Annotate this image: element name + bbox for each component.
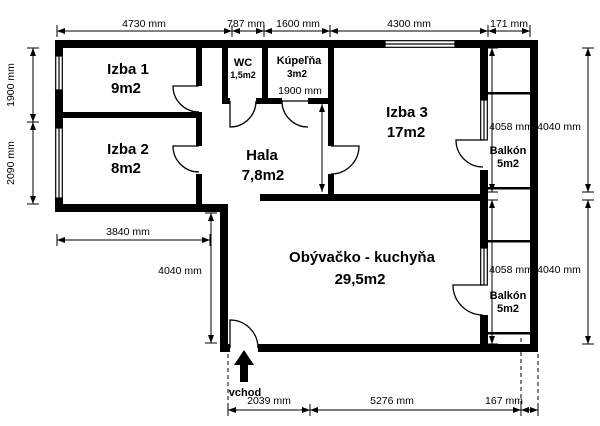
inner-walls bbox=[63, 48, 488, 204]
room-area-wc: 1,5m2 bbox=[230, 70, 256, 80]
room-label-wc: WC bbox=[234, 57, 252, 69]
dim-1900-mid: 1900 mm bbox=[278, 85, 325, 192]
dim-top-4730: 4730 mm bbox=[122, 18, 166, 30]
dim-bottom-2039: 2039 mm bbox=[247, 395, 291, 407]
dim-top-4300: 4300 mm bbox=[387, 18, 431, 30]
room-labels: Izba 1 9m2 Izba 2 8m2 WC 1,5m2 Kúpeľňa 3… bbox=[107, 55, 526, 315]
dim-right-bottom-4058: 4058 mm bbox=[489, 264, 533, 276]
room-label-kupelna: Kúpeľňa bbox=[277, 55, 322, 67]
room-area-balkon-bottom: 5m2 bbox=[497, 303, 519, 315]
door-izba1 bbox=[172, 85, 200, 113]
dim-mid-3840: 3840 mm bbox=[106, 226, 150, 238]
dim-right-top-4040: 4040 mm bbox=[537, 121, 581, 133]
dim-top-1600: 1600 mm bbox=[276, 18, 320, 30]
door-wc bbox=[229, 100, 257, 128]
room-label-izba1: Izba 1 bbox=[107, 61, 149, 78]
dim-mid-1900: 1900 mm bbox=[278, 85, 322, 97]
room-label-balkon-bottom: Balkón bbox=[490, 290, 527, 302]
room-label-izba2: Izba 2 bbox=[107, 141, 149, 158]
room-area-kupelna: 3m2 bbox=[287, 69, 307, 80]
dim-right-top: 4058 mm 4040 mm bbox=[486, 47, 594, 193]
room-label-obyvacka: Obývačko - kuchyňa bbox=[289, 249, 436, 266]
outer-walls bbox=[55, 40, 538, 352]
door-entrance bbox=[229, 319, 259, 349]
dim-bottom-5276: 5276 mm bbox=[370, 395, 414, 407]
room-area-hala: 7,8m2 bbox=[242, 167, 285, 184]
entrance-arrow-icon bbox=[234, 350, 254, 382]
balcony-top-outline bbox=[488, 92, 530, 190]
dim-right-bottom: 4058 mm 4040 mm bbox=[486, 199, 594, 345]
dim-top-787: 787 mm bbox=[227, 18, 265, 30]
dim-top-171: 171 mm bbox=[490, 18, 528, 30]
room-area-izba3: 17m2 bbox=[387, 124, 425, 141]
dim-left-2090: 2090 mm bbox=[5, 141, 17, 185]
window-izba2 bbox=[55, 127, 63, 199]
dim-3840: 3840 mm bbox=[56, 226, 211, 246]
window-izba3 bbox=[384, 40, 456, 48]
door-balkon-bottom bbox=[452, 284, 484, 316]
dim-top: 4730 mm 787 mm 1600 mm 4300 mm 171 mm bbox=[56, 18, 531, 37]
door-kupelna bbox=[281, 100, 309, 128]
room-area-izba1: 9m2 bbox=[111, 80, 141, 97]
window-balkon-bottom bbox=[480, 247, 488, 286]
dim-left-1900: 1900 mm bbox=[5, 63, 17, 107]
dim-right-bottom-4040: 4040 mm bbox=[537, 264, 581, 276]
window-izba1 bbox=[55, 55, 63, 91]
dim-bottom: 2039 mm 5276 mm 167 mm bbox=[227, 338, 539, 416]
dim-4040-left: 4040 mm bbox=[158, 212, 217, 344]
entrance-label: vchod bbox=[229, 387, 261, 399]
door-izba2 bbox=[172, 145, 200, 173]
dim-left: 1900 mm 2090 mm bbox=[5, 47, 39, 205]
window-balkon-top bbox=[480, 99, 488, 141]
dim-mid-4040: 4040 mm bbox=[158, 265, 202, 277]
room-area-izba2: 8m2 bbox=[111, 160, 141, 177]
dim-right-top-4058: 4058 mm bbox=[489, 121, 533, 133]
room-area-balkon-top: 5m2 bbox=[497, 158, 519, 170]
balcony-bottom-outline bbox=[488, 240, 530, 335]
door-izba3 bbox=[330, 145, 360, 175]
door-balkon-top bbox=[455, 139, 484, 168]
room-label-izba3: Izba 3 bbox=[386, 104, 428, 121]
room-label-balkon-top: Balkón bbox=[490, 145, 527, 157]
room-area-obyvacka: 29,5m2 bbox=[335, 271, 386, 288]
dim-bottom-167: 167 mm bbox=[485, 395, 523, 407]
room-label-hala: Hala bbox=[246, 147, 278, 164]
